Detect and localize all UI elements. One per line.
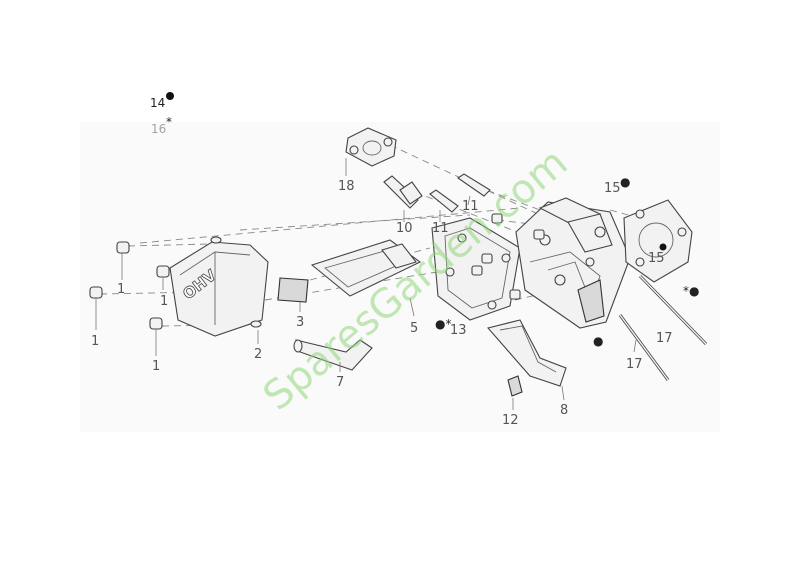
label-7: 7 bbox=[336, 375, 344, 390]
bolt-part-1-c bbox=[89, 286, 103, 330]
breather-tube-part-7 bbox=[293, 339, 373, 372]
label-11-a: 11 bbox=[432, 221, 449, 236]
part-labels: 1 1 1 1 2 3 5 7 8 10 11 11 12 13 15 15 1… bbox=[91, 179, 673, 428]
push-rod-part-17-b bbox=[638, 274, 708, 346]
label-13: 13 bbox=[450, 323, 467, 338]
gasket-part-3 bbox=[277, 277, 309, 312]
label-2: 2 bbox=[254, 347, 262, 362]
label-18: 18 bbox=[338, 179, 355, 194]
label-1-b: 1 bbox=[160, 294, 168, 309]
label-5: 5 bbox=[410, 321, 418, 336]
label-1-a: 1 bbox=[117, 282, 125, 297]
label-17-a: 17 bbox=[626, 357, 643, 372]
breather-plate-part-5 bbox=[310, 239, 422, 317]
cover-plate-part-8 bbox=[486, 319, 567, 401]
bolt-part-1-d bbox=[149, 317, 163, 356]
spark-plug-part-10 bbox=[383, 175, 423, 222]
stud-part-11-b bbox=[457, 173, 491, 206]
part-marks: ●* ● *● ● bbox=[435, 175, 699, 348]
label-3: 3 bbox=[296, 315, 304, 330]
bolt-part-1-b bbox=[156, 265, 170, 290]
bolt-part-12 bbox=[507, 375, 523, 410]
label-15-a: 15 bbox=[604, 181, 621, 196]
mark-right: *● bbox=[683, 284, 699, 298]
label-17-b: 17 bbox=[656, 331, 673, 346]
mark-15-dot-icon bbox=[659, 243, 667, 251]
port-gasket-part-15 bbox=[623, 199, 693, 283]
bolt-part-1-a bbox=[116, 241, 130, 280]
rocker-cover-part-2: OHV bbox=[169, 236, 269, 344]
label-8: 8 bbox=[560, 403, 568, 418]
mark-bottom: ● bbox=[593, 334, 603, 348]
legend-dot-icon bbox=[166, 92, 174, 100]
exhaust-gasket-part-18 bbox=[345, 127, 397, 176]
head-bolts bbox=[471, 213, 545, 300]
legend-dot-item: 14 bbox=[150, 96, 165, 110]
mark-13: ●* bbox=[435, 317, 451, 331]
mark-15: ● bbox=[620, 175, 630, 189]
label-1-d: 1 bbox=[152, 359, 160, 374]
label-12: 12 bbox=[502, 413, 519, 428]
label-1-c: 1 bbox=[91, 334, 99, 349]
label-11-b: 11 bbox=[462, 199, 479, 214]
label-15-b: 15 bbox=[648, 251, 665, 266]
stud-part-11-a bbox=[429, 189, 459, 222]
label-10: 10 bbox=[396, 221, 413, 236]
push-rod-part-17-a bbox=[618, 314, 670, 381]
